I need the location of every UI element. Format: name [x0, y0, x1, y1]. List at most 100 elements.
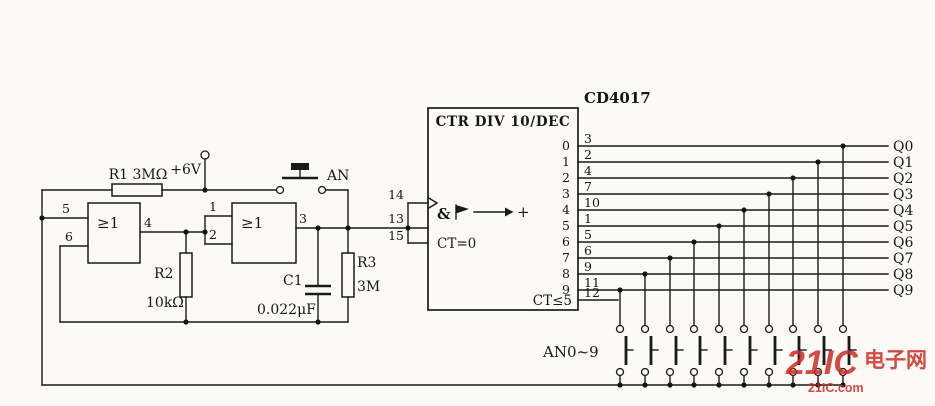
row-out-label: 6 [562, 234, 570, 249]
oscillator-wires [41, 158, 844, 386]
pushbutton-an8 [813, 324, 832, 377]
an-terminal-left [275, 185, 285, 195]
row-out-label: 4 [562, 202, 570, 217]
pushbutton-an2 [665, 324, 684, 377]
ic-name: CD4017 [584, 89, 651, 107]
vcc-label: +6V [170, 162, 202, 178]
pin4-label: 4 [144, 215, 152, 230]
carry-label: CT≤5 [533, 293, 572, 309]
row-pin-label: 11 [584, 275, 600, 290]
gate1-or [87, 202, 141, 264]
output-row-8: 8 9 Q8 [562, 259, 913, 283]
gate2-or [231, 202, 297, 264]
pushbutton-an5 [739, 324, 758, 377]
pushbutton-an4 [714, 324, 733, 377]
carry-row: CT≤5 12 [533, 285, 619, 309]
r3-label: R3 [357, 255, 376, 271]
watermark-site: 21IC.com [808, 381, 864, 395]
output-row-0: 0 3 Q0 [562, 131, 913, 155]
q3-label: Q3 [893, 187, 913, 203]
row-pin-label: 1 [584, 211, 592, 226]
q4-label: Q4 [893, 203, 913, 219]
capacitor-c1 [305, 284, 331, 296]
watermark-brand: 21IC [785, 344, 858, 382]
row-pin-label: 4 [584, 163, 592, 178]
r2-label: R2 [154, 266, 173, 282]
pushbutton-an1 [640, 324, 659, 377]
row-pin-label: 7 [584, 179, 592, 194]
watermark-brand-cjk: 电子网 [864, 349, 927, 372]
vcc-terminal [200, 150, 210, 160]
row-out-label: 8 [562, 266, 570, 281]
pin3-label: 3 [299, 211, 307, 226]
c1-value: 0.022μF [257, 302, 316, 318]
pushbutton-an7 [788, 324, 807, 377]
pin15-label: 15 [388, 228, 404, 243]
q6-label: Q6 [893, 235, 913, 251]
r1-label: R1 3MΩ [109, 167, 168, 183]
row-pin-label: 2 [584, 147, 592, 162]
pin14-label: 14 [388, 187, 404, 202]
row-out-label: 7 [562, 250, 570, 265]
pin1-label: 1 [209, 199, 217, 214]
resistor-r1 [111, 183, 163, 197]
reset-label: CT=0 [437, 236, 476, 252]
row-out-label: 9 [562, 282, 570, 297]
output-row-6: 6 5 Q6 [562, 227, 913, 251]
pushbutton-an3 [689, 324, 708, 377]
output-row-7: 7 6 Q7 [562, 243, 913, 267]
pin5-label: 5 [62, 201, 70, 216]
pin6-label: 6 [65, 229, 73, 244]
and-symbol: & [437, 205, 451, 223]
cd4017-block [427, 107, 579, 311]
ic-function-label: CTR DIV 10/DEC [436, 114, 571, 130]
row-pin-label: 5 [584, 227, 592, 242]
output-row-1: 1 2 Q1 [562, 147, 913, 171]
r3-value: 3M [357, 279, 380, 295]
resistor-r3 [341, 252, 355, 298]
row-out-label: 1 [562, 154, 570, 169]
row-out-label: 2 [562, 170, 570, 185]
row-pin-label: 6 [584, 243, 592, 258]
row-pin-label: 3 [584, 131, 592, 146]
an-terminal-right [317, 185, 327, 195]
gate2-symbol: ≥1 [241, 214, 263, 232]
output-row-2: 2 4 Q2 [562, 163, 913, 187]
row-out-label: 5 [562, 218, 570, 233]
q7-label: Q7 [893, 251, 913, 267]
row-pin-label: 10 [584, 195, 600, 210]
count-direction-label: + [517, 203, 530, 221]
q9-label: Q9 [893, 283, 913, 299]
resistor-r2 [179, 252, 193, 298]
gate1-symbol: ≥1 [97, 214, 119, 232]
row-out-label: 3 [562, 186, 570, 201]
q2-label: Q2 [893, 171, 913, 187]
switch-bank-label: AN0~9 [542, 343, 599, 361]
q8-label: Q8 [893, 267, 913, 283]
dynamic-input-icon [427, 196, 439, 210]
row-pin-label: 9 [584, 259, 592, 274]
an-pushbutton [275, 163, 327, 195]
q5-label: Q5 [893, 219, 913, 235]
junction-dots [39, 143, 846, 388]
r2-value: 10kΩ [146, 295, 184, 311]
output-row-4: 4 10 Q4 [562, 195, 913, 219]
q1-label: Q1 [893, 155, 913, 171]
pin13-label: 13 [388, 211, 404, 226]
an-button-cap [291, 163, 309, 170]
pushbutton-an0 [615, 324, 634, 377]
pushbutton-an6 [764, 324, 783, 377]
q0-label: Q0 [893, 139, 913, 155]
output-row-9: 9 11 Q9 [562, 275, 913, 299]
an-label: AN [326, 168, 349, 184]
row-out-label: 0 [562, 138, 570, 153]
c1-label: C1 [283, 273, 303, 289]
watermark: 21IC 电子网 21IC.com [785, 344, 927, 395]
edge-trigger-icon [455, 204, 469, 220]
output-row-5: 5 1 Q5 [562, 211, 913, 235]
pin2-label: 2 [209, 227, 217, 242]
pin12-label: 12 [584, 285, 600, 300]
pushbutton-an9 [838, 324, 857, 377]
